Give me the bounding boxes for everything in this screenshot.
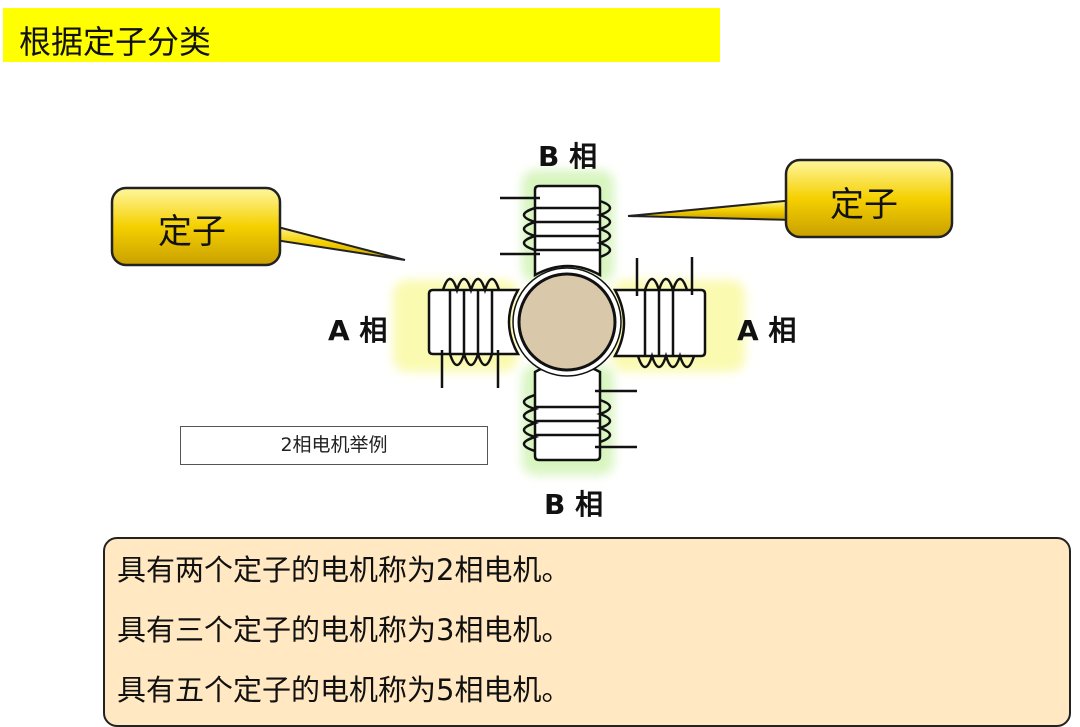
callout-right-label: 定子 [830,185,898,225]
stator-b-bottom [522,361,637,462]
notes-box: 具有两个定子的电机称为2相电机。 具有三个定子的电机称为3相电机。 具有五个定子… [103,537,1071,727]
page-title: 根据定子分类 [19,23,212,61]
rotor [517,272,617,372]
note-line: 具有两个定子的电机称为2相电机。 [117,553,571,587]
phase-label-a-left: A 相 [328,314,388,347]
stepper-motor-diagram [110,158,954,475]
stator-b-top [500,184,612,278]
callout-right [627,158,954,239]
stator-a-left [427,277,521,388]
callout-left-label: 定子 [158,212,226,252]
phase-label-a-right: A 相 [737,314,797,347]
phase-label-b-bottom: B 相 [544,488,604,521]
diagram-caption: 2相电机举例 [180,426,488,465]
note-line: 具有五个定子的电机称为5相电机。 [117,673,571,707]
note-line: 具有三个定子的电机称为3相电机。 [117,613,571,647]
phase-label-b-top: B 相 [538,140,598,173]
callout-left [110,186,406,267]
stator-a-right [612,257,707,369]
title-bar: 根据定子分类 [3,8,720,62]
